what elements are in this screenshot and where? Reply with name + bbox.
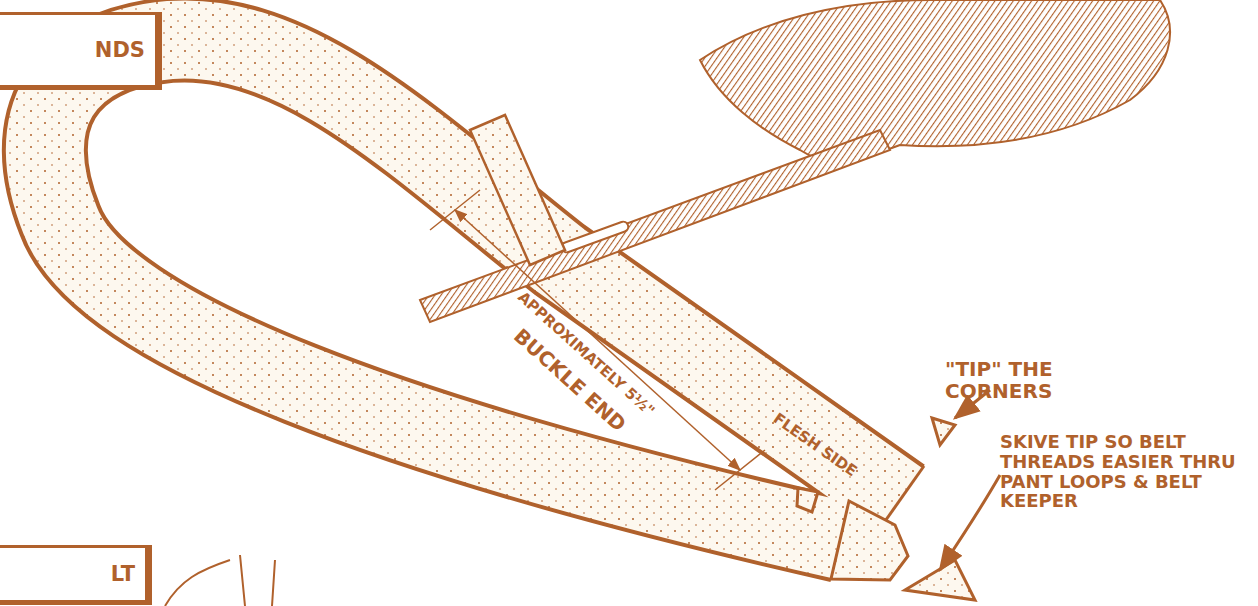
annotation: SKIVE TIP SO BELT THREADS EASIER THRU PA… <box>1000 432 1240 511</box>
box-label: NDS <box>95 38 145 62</box>
annotation: "TIP" THE CORNERS <box>945 358 1105 402</box>
label-box: LT <box>0 545 152 605</box>
belt-tip <box>831 501 908 580</box>
belt-strap <box>45 39 900 540</box>
skive-line <box>831 501 849 579</box>
leader-arrow <box>940 475 1000 570</box>
cut-corner <box>932 418 955 445</box>
belt-outline <box>45 39 900 540</box>
dimension-line <box>455 210 740 470</box>
skived-strip <box>470 115 565 265</box>
figure-sketch <box>165 555 275 606</box>
cut-corner <box>797 488 818 512</box>
box-label: LT <box>111 562 135 586</box>
label-box: NDS <box>0 12 162 90</box>
hand <box>700 0 1170 161</box>
cut-tip <box>905 560 975 600</box>
blade-slot <box>560 220 629 253</box>
